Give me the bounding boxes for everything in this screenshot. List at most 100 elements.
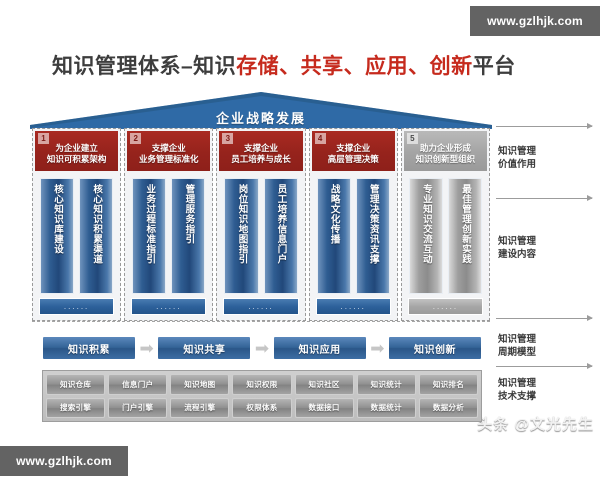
legend-item-cycle: 知识管理 周期模型 xyxy=(498,334,537,358)
cycle-step[interactable]: 知识应用 xyxy=(272,336,367,360)
watermark-top-right: www.gzlhjk.com xyxy=(470,6,600,36)
column-badge-1: 1 xyxy=(38,133,49,144)
column-header-line1: 支撑企业 xyxy=(151,143,186,154)
roof-shape: 企业战略发展 xyxy=(30,92,492,129)
pillar-label: 岗位知识地图指引 xyxy=(236,184,248,264)
legend-item-tech: 知识管理 技术支撑 xyxy=(498,378,537,402)
pillar-group: 核心知识库建设 核心知识积累渠道 xyxy=(35,171,118,298)
legend-rule-3 xyxy=(496,315,593,321)
column-footer-more[interactable]: ...... xyxy=(223,298,299,315)
pillar-label: 管理决策资讯支撑 xyxy=(367,184,379,264)
pillar-label: 最佳管理创新实践 xyxy=(459,184,471,264)
tech-cell[interactable]: 数据统计 xyxy=(356,397,416,418)
pillar[interactable]: 核心知识积累渠道 xyxy=(79,178,114,294)
column-badge-5: 5 xyxy=(406,133,418,144)
pillar-group: 战略文化传播 管理决策资讯支撑 xyxy=(312,171,395,298)
tech-cell[interactable]: 知识排名 xyxy=(418,374,478,395)
tech-cell[interactable]: 搜索引擎 xyxy=(46,397,106,418)
column-footer-more[interactable]: ...... xyxy=(39,298,115,315)
pillar-label: 核心知识积累渠道 xyxy=(91,184,103,264)
tech-cell[interactable]: 信息门户 xyxy=(108,374,168,395)
arrow-right-icon: ➡ xyxy=(139,338,154,358)
watermark-top-right-text: www.gzlhjk.com xyxy=(487,14,583,28)
pillar[interactable]: 专业知识交流互动 xyxy=(408,178,443,294)
page-title-prefix: 知识管理体系–知识 xyxy=(52,55,237,78)
page-title-emphasis: 存储、共享、应用、创新 xyxy=(236,55,473,78)
watermark-bottom-left-text: www.gzlhjk.com xyxy=(16,454,112,468)
pillar-column-3[interactable]: 3 支撑企业员工培养与成长岗位知识地图指引 员工培养信息门户...... xyxy=(216,128,306,321)
column-header-line1: 为企业建立 xyxy=(55,143,98,154)
pillar-label: 专业知识交流互动 xyxy=(420,184,432,264)
tech-cell[interactable]: 数据分析 xyxy=(418,397,478,418)
tech-support-grid: 知识仓库信息门户知识地图知识权限知识社区知识统计知识排名 搜索引擎门户引擎流程引… xyxy=(42,370,482,422)
tech-cell[interactable]: 流程引擎 xyxy=(170,397,230,418)
column-badge-4: 4 xyxy=(314,133,326,144)
column-header-line1: 支撑企业 xyxy=(244,143,279,154)
column-header-3: 3 支撑企业员工培养与成长 xyxy=(219,131,303,171)
column-header-1: 1 为企业建立知识可积累架构 xyxy=(35,131,119,171)
legend-rule-2 xyxy=(496,195,593,201)
pillar-column-4[interactable]: 4 支撑企业高层管理决策战略文化传播 管理决策资讯支撑...... xyxy=(308,128,398,321)
pillar[interactable]: 岗位知识地图指引 xyxy=(224,178,259,294)
column-footer-more[interactable]: ...... xyxy=(131,298,207,315)
column-footer-more[interactable]: ...... xyxy=(407,298,484,315)
pillar-column-1[interactable]: 1 为企业建立知识可积累架构核心知识库建设 核心知识积累渠道...... xyxy=(32,128,122,321)
watermark-bottom-left: www.gzlhjk.com xyxy=(0,446,128,476)
pillar[interactable]: 最佳管理创新实践 xyxy=(447,178,483,294)
pillar-label: 员工培养信息门户 xyxy=(275,184,287,264)
legend-rule-1 xyxy=(496,123,593,129)
tech-cell[interactable]: 门户引擎 xyxy=(108,397,168,418)
tech-cell[interactable]: 数据接口 xyxy=(294,397,354,418)
arrow-right-icon: ➡ xyxy=(254,338,270,358)
tech-cell[interactable]: 权限体系 xyxy=(232,397,292,418)
column-header-line1: 支撑企业 xyxy=(336,143,371,154)
column-header-line1: 助力企业形成 xyxy=(419,143,471,154)
tech-cell[interactable]: 知识社区 xyxy=(294,374,354,395)
pillar[interactable]: 管理服务指引 xyxy=(171,178,206,294)
column-header-line2: 知识创新型组织 xyxy=(415,154,476,164)
base-divider xyxy=(32,321,490,323)
column-header-line2: 业务管理标准化 xyxy=(139,154,199,164)
tech-cell[interactable]: 知识权限 xyxy=(232,374,292,395)
pillar[interactable]: 业务过程标准指引 xyxy=(132,178,167,294)
tech-cell[interactable]: 知识地图 xyxy=(170,374,230,395)
column-header-2: 2 支撑企业业务管理标准化 xyxy=(127,131,211,171)
pillar[interactable]: 管理决策资讯支撑 xyxy=(355,178,390,294)
watermark-toutiao: 头条 @文光先生 xyxy=(477,416,594,433)
pillar[interactable]: 战略文化传播 xyxy=(316,178,351,294)
tech-row-engines: 搜索引擎门户引擎流程引擎权限体系数据接口数据统计数据分析 xyxy=(46,397,478,418)
roof-triangle-icon xyxy=(30,92,492,129)
pillar-group: 岗位知识地图指引 员工培养信息门户 xyxy=(219,171,302,298)
legend-item-content: 知识管理 建设内容 xyxy=(498,236,537,260)
pillar[interactable]: 核心知识库建设 xyxy=(40,178,75,294)
roof-label: 企业战略发展 xyxy=(215,111,306,126)
pillar-group: 专业知识交流互动 最佳管理创新实践 xyxy=(404,171,487,298)
cycle-step[interactable]: 知识积累 xyxy=(42,336,136,360)
cycle-step[interactable]: 知识共享 xyxy=(157,336,252,360)
page-title-suffix: 平台 xyxy=(472,55,516,78)
column-header-line2: 知识可积累架构 xyxy=(46,154,107,164)
pillar-group: 业务过程标准指引 管理服务指引 xyxy=(127,171,210,298)
cycle-step[interactable]: 知识创新 xyxy=(387,336,482,360)
pillar-label: 核心知识库建设 xyxy=(52,184,64,254)
arrow-right-icon: ➡ xyxy=(370,338,385,358)
column-header-line2: 高层管理决策 xyxy=(327,154,379,164)
column-header-line2: 员工培养与成长 xyxy=(231,154,291,164)
page-title: 知识管理体系–知识存储、共享、应用、创新平台 xyxy=(52,50,516,80)
tech-row-capabilities: 知识仓库信息门户知识地图知识权限知识社区知识统计知识排名 xyxy=(46,374,478,395)
pillar-label: 管理服务指引 xyxy=(183,184,195,244)
column-badge-2: 2 xyxy=(130,133,142,144)
legend-item-value: 知识管理 价值作用 xyxy=(498,146,537,170)
column-footer-more[interactable]: ...... xyxy=(315,298,391,315)
legend-rule-4 xyxy=(496,363,593,369)
pillar[interactable]: 员工培养信息门户 xyxy=(263,178,298,294)
tech-cell[interactable]: 知识仓库 xyxy=(46,374,106,395)
tech-cell[interactable]: 知识统计 xyxy=(356,374,416,395)
column-badge-3: 3 xyxy=(222,133,234,144)
pillar-column-2[interactable]: 2 支撑企业业务管理标准化业务过程标准指引 管理服务指引...... xyxy=(124,128,214,321)
knowledge-cycle-row: 知识积累➡知识共享➡知识应用➡知识创新 xyxy=(42,334,482,362)
